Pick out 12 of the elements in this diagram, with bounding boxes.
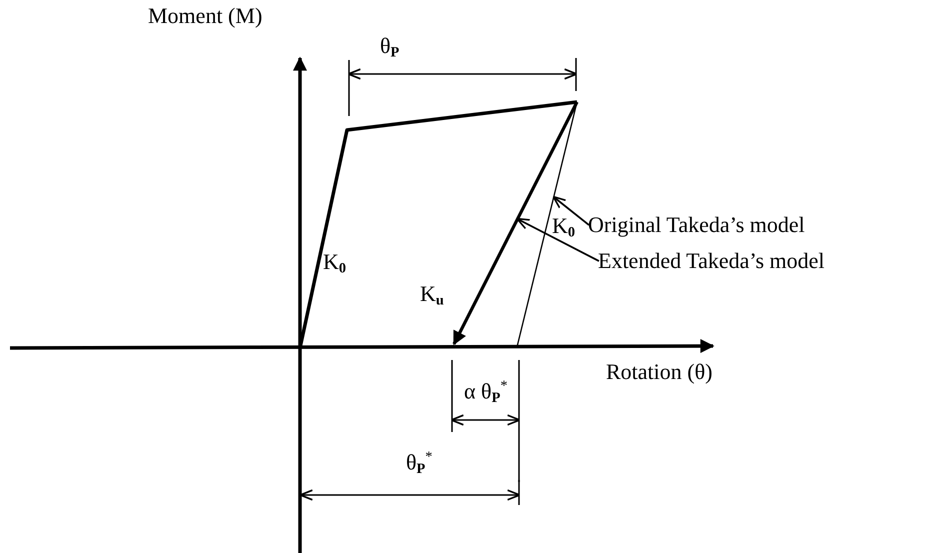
symbol-label: K$_{0}$ <box>552 214 576 242</box>
callout-text: Extended Takeda’s model <box>598 249 825 274</box>
axis-label: Moment (M) <box>148 4 262 28</box>
symbol-label: K$_{u}$ <box>420 282 444 310</box>
unloading-line <box>516 102 578 348</box>
unloading-line <box>452 101 578 346</box>
axis-label: Rotation (θ) <box>606 360 712 384</box>
leader-line <box>552 196 590 226</box>
symbol-label: K$_{0}$ <box>323 250 346 278</box>
callout-text: Original Takeda’s model <box>588 213 805 238</box>
symbol-label: θ$_{P}$ <box>380 34 400 62</box>
leader-line <box>516 218 600 262</box>
